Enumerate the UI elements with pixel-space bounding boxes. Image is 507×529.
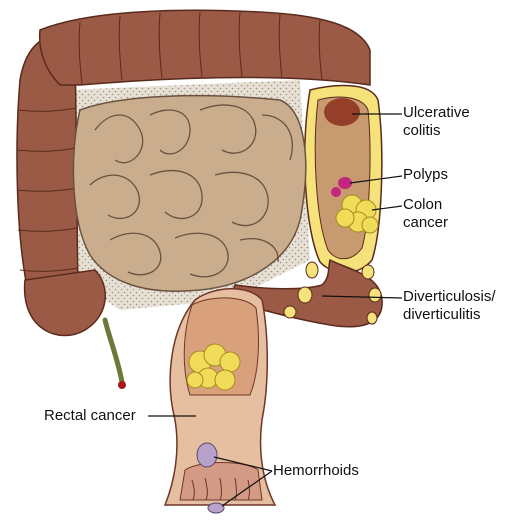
polyp — [338, 177, 352, 189]
cecum — [23, 269, 106, 337]
label-hemorrhoids: Hemorrhoids — [273, 462, 359, 479]
appendix — [102, 317, 125, 385]
polyp — [331, 187, 341, 197]
transverse-colon-folds — [78, 11, 323, 85]
label-ulcerative-colitis: Ulcerative colitis — [403, 104, 470, 139]
label-polyps: Polyps — [403, 166, 449, 183]
external-hemorrhoid — [207, 502, 225, 514]
ulcerative-colitis-lesion — [324, 98, 360, 126]
diverticula — [283, 261, 382, 325]
label-colon-cancer: Colon cancer — [403, 196, 449, 231]
small-intestine — [72, 94, 307, 292]
anal-folds — [191, 477, 250, 501]
small-intestine-loops — [89, 104, 293, 278]
rectal-cancer-tumor — [186, 343, 241, 391]
transverse-colon — [38, 9, 371, 86]
label-rectal-cancer: Rectal cancer — [44, 407, 136, 424]
appendix-tip — [118, 381, 126, 389]
leader-lines — [148, 113, 403, 507]
internal-hemorrhoid — [196, 442, 218, 468]
ascending-colon-folds — [16, 107, 79, 272]
colon-cancer-tumor — [335, 194, 379, 234]
label-diverticulosis: Diverticulosis/ diverticulitis — [403, 288, 496, 323]
